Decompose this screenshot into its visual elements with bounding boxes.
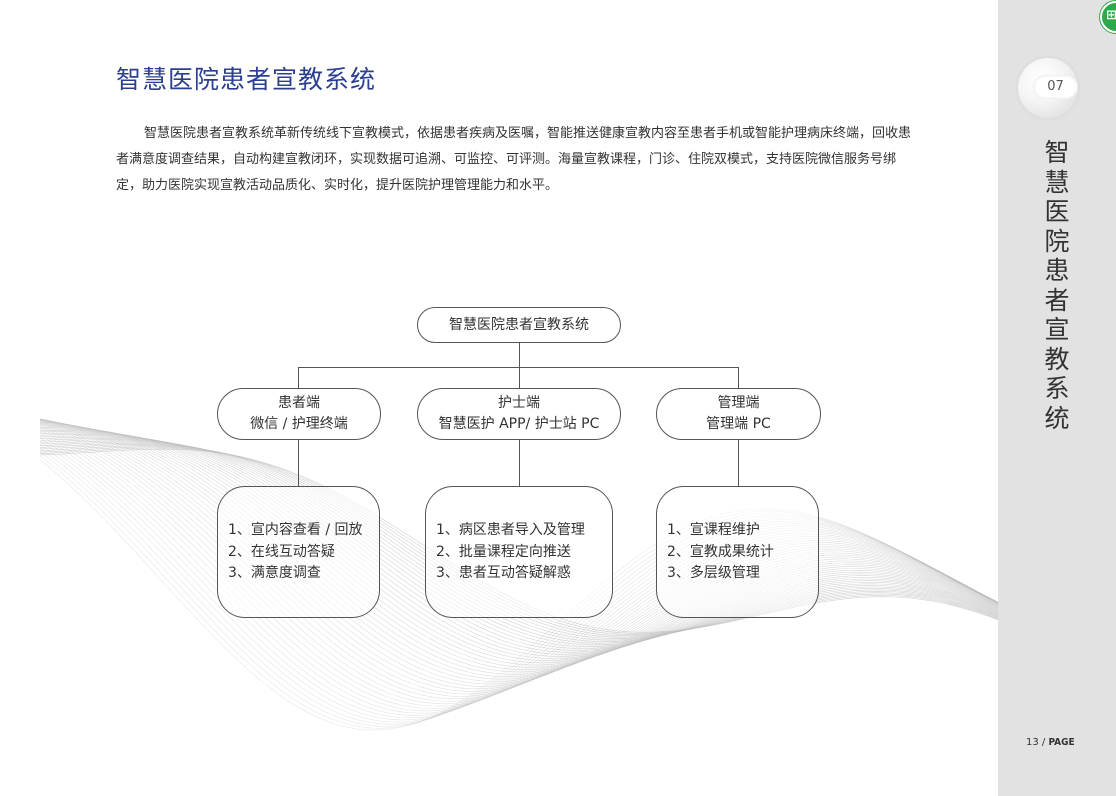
vertical-title-char: 患 [1044,256,1070,285]
wave-line [39,422,1000,702]
list-item: 3、患者互动答疑解惑 [436,565,571,581]
vertical-title-char: 宣 [1044,315,1070,344]
connector-branch-2-down [519,440,520,486]
branch-node-patient: 患者端 微信 / 护理终端 [217,388,381,440]
branch-node-title: 管理端 [717,395,760,411]
wave-line [39,437,1000,719]
wave-line [40,428,1000,659]
branch-node-nurse: 护士端 智慧医护 APP/ 护士站 PC [417,388,621,440]
chapter-number: 07 [1033,75,1078,99]
wave-line [39,434,1000,651]
page-number-separator: / [1041,737,1046,748]
wave-line [39,419,1000,680]
wave-line [39,420,1000,675]
wave-line [39,419,1000,692]
wave-line [39,434,1000,716]
list-item: 2、批量课程定向推送 [436,543,571,560]
vertical-title-char: 者 [1044,285,1070,315]
list-item: 1、宣课程维护 [667,522,760,538]
wave-line [39,427,1000,709]
wave-line [39,425,1000,664]
branch-node-subtitle: 智慧医护 APP/ 护士站 PC [438,416,600,432]
wave-line [39,443,1000,723]
page-title: 智慧医院患者宣教系统 [116,65,377,94]
vertical-title: 智 慧 医 院 患 者 宣 教 系 统 [1042,138,1072,433]
connector-branch-1-down [298,440,299,486]
page-number-value: 13 [1026,737,1039,748]
wave-line [39,425,1000,707]
wave-line [39,451,1000,727]
wave-line [39,420,1000,697]
wave-line [39,421,1000,700]
page-label: PAGE [1048,737,1075,748]
connector-root-down [519,343,520,367]
connector-branch-1-up [298,367,299,388]
wave-line [39,435,1000,649]
wave-line [39,436,1000,648]
vertical-title-char: 医 [1044,197,1070,226]
branch-node-subtitle: 微信 / 护理终端 [250,416,348,432]
wave-line [39,432,1000,653]
list-item: 1、病区患者导入及管理 [436,522,585,538]
wave-decoration [39,418,1000,731]
sidebar [998,0,1116,796]
vertical-title-char: 统 [1044,403,1070,433]
branch-node-subtitle: 管理端 PC [706,416,771,432]
wave-line [40,430,1000,657]
feature-list-patient: 1、宣内容查看 / 回放 2、在线互动答疑 3、满意度调查 [217,486,380,618]
vertical-title-char: 教 [1044,344,1070,374]
feature-list-admin: 1、宣课程维护 2、宣教成果统计 3、多层级管理 [656,486,819,618]
intro-paragraph: 智慧医院患者宣教系统革新传统线下宣教模式，依据患者疾病及医嘱，智能推送健康宣教内… [116,126,912,193]
wave-line [39,438,1000,646]
wave-line [39,422,1000,670]
wave-line [39,418,1000,685]
page-number: 13 / PAGE [1026,737,1075,748]
wave-line [39,427,1000,661]
connector-branch-3-up [738,367,739,388]
wave-line [39,419,1000,678]
connector-branch-2-up [519,367,520,388]
wave-line [39,440,1000,721]
connector-branch-3-down [738,440,739,486]
list-item: 3、满意度调查 [228,565,321,581]
list-item: 1、宣内容查看 / 回放 [228,522,363,538]
branch-node-title: 护士端 [498,395,540,411]
wave-line [39,418,1000,682]
wave-line [39,431,1000,655]
wave-line [39,459,1000,731]
feature-list-nurse: 1、病区患者导入及管理 2、批量课程定向推送 3、患者互动答疑解惑 [425,486,613,618]
list-item: 2、在线互动答疑 [228,543,335,560]
wave-line [39,447,1000,725]
connector-horizontal [298,367,739,368]
wave-line [39,439,1000,644]
wave-line [39,429,1000,712]
branch-node-admin: 管理端 管理端 PC [656,388,821,440]
vertical-title-char: 系 [1044,374,1070,403]
diagram-root-node: 智慧医院患者宣教系统 [417,307,621,343]
wave-line [39,419,1000,695]
wave-line [39,418,1000,690]
wave-line [39,432,1000,714]
wave-line [39,424,1000,666]
app-badge-glyph: ⊞ [1106,8,1116,23]
list-item: 3、多层级管理 [667,565,760,581]
vertical-title-char: 院 [1044,226,1070,256]
wave-line [39,423,1000,668]
wave-line [39,421,1000,673]
branch-node-title: 患者端 [278,395,320,411]
vertical-title-char: 智 [1044,138,1070,167]
wave-line [39,418,1000,687]
list-item: 2、宣教成果统计 [667,543,774,560]
vertical-title-char: 慧 [1044,167,1070,197]
wave-line [39,424,1000,705]
wave-line [39,455,1000,729]
